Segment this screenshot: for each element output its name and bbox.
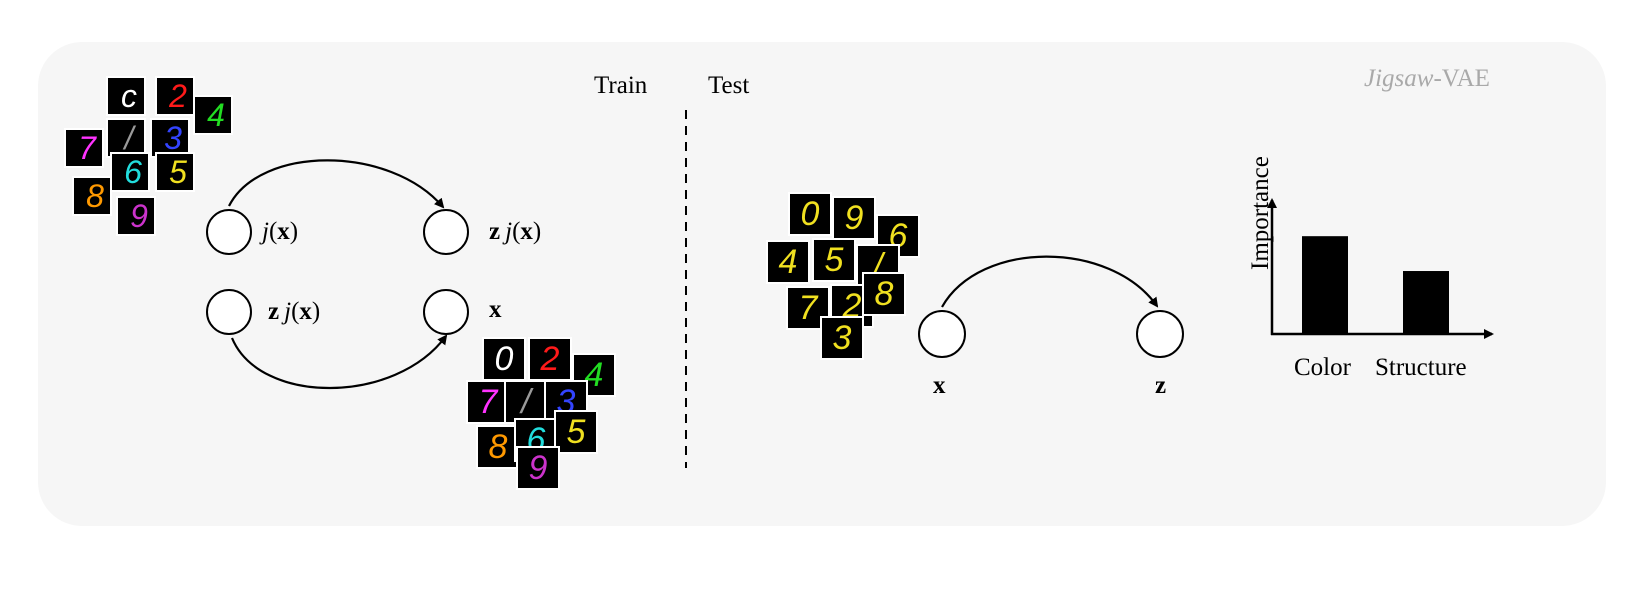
scrambled-tile-0: c [106, 76, 146, 116]
chart-bars [1302, 236, 1449, 334]
colored-digit-tile-4: / [504, 380, 548, 424]
chart-category-label-color: Color [1294, 354, 1351, 381]
test-digit-tile-4: 5 [812, 238, 856, 282]
scrambled-tile-8: 8 [72, 176, 112, 216]
node-x-train [423, 289, 469, 335]
scrambled-tile-9: 9 [116, 196, 156, 236]
test-digit-tile-9: 3 [820, 316, 864, 360]
label-jx: j(x) [262, 218, 299, 245]
label-x-test: x [933, 372, 946, 399]
scrambled-tile-7: 5 [155, 152, 195, 192]
label-z-test: z [1155, 372, 1167, 399]
scrambled-tile-6: 6 [110, 152, 150, 192]
label-x-train: x [489, 296, 502, 323]
node-zjx-bottom [206, 289, 252, 335]
chart-bar-structure [1403, 271, 1449, 334]
title-italic-part: Jigsaw [1364, 65, 1434, 92]
test-digit-tile-1: 9 [832, 196, 876, 240]
colored-digit-tile-8: 5 [554, 410, 598, 454]
test-digit-tile-0: 0 [788, 192, 832, 236]
node-zjx-top [423, 209, 469, 255]
test-digit-tile-8: 8 [862, 272, 906, 316]
node-jx [206, 209, 252, 255]
colored-digit-tile-0: 0 [482, 337, 526, 381]
importance-chart [1267, 198, 1494, 339]
chart-ylabel: Importance [1247, 156, 1274, 270]
scrambled-tile-2: 4 [193, 95, 233, 135]
encoder-arrow [228, 159, 445, 209]
colored-digit-tile-9: 9 [516, 446, 560, 490]
chart-bar-color [1302, 236, 1348, 334]
diagram-title: Jigsaw-VAE [1364, 66, 1490, 91]
colored-digit-tile-3: 7 [466, 380, 510, 424]
test-digit-tile-3: 4 [766, 240, 810, 284]
test-encoder-arrow [941, 255, 1159, 308]
section-label-test: Test [708, 72, 750, 99]
node-z-test [1136, 310, 1184, 358]
section-label-train: Train [594, 72, 648, 99]
decoder-arrow [230, 334, 448, 390]
label-zjx-top: z j(x) [489, 218, 542, 245]
colored-digit-tile-6: 8 [476, 425, 520, 469]
scrambled-tile-1: 2 [155, 76, 195, 116]
label-zjx-bottom: z j(x) [268, 298, 321, 325]
colored-digit-tile-1: 2 [528, 337, 572, 381]
title-rest: -VAE [1433, 65, 1490, 92]
node-x-test [918, 310, 966, 358]
chart-category-label-structure: Structure [1375, 354, 1467, 381]
scrambled-tile-3: 7 [64, 128, 104, 168]
